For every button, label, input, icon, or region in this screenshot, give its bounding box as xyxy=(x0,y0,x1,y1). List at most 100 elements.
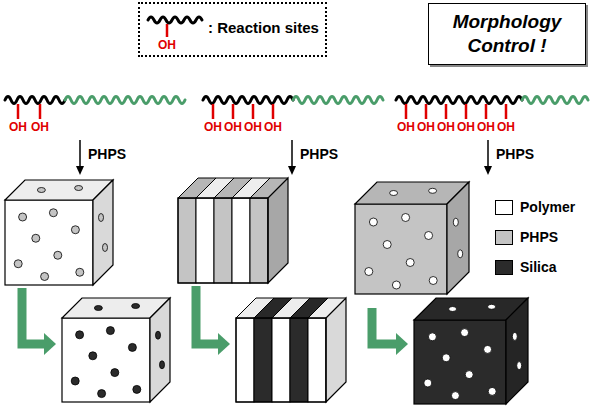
reaction-arrow xyxy=(291,140,293,168)
domain-dot xyxy=(37,188,45,193)
cube-front xyxy=(5,200,93,285)
polymer-chain xyxy=(522,97,588,104)
oh-label: OH xyxy=(204,120,222,134)
cube-front xyxy=(414,320,506,404)
domain-dot xyxy=(442,354,450,362)
oh-label: OH xyxy=(417,120,435,134)
domain-dot xyxy=(54,251,62,259)
reaction-site xyxy=(39,104,42,119)
domain-dot xyxy=(71,226,79,234)
domain-dot xyxy=(390,191,398,196)
arrow-head xyxy=(76,166,84,175)
reaction-site xyxy=(425,104,428,119)
polymer-chain xyxy=(65,97,185,104)
domain-dot xyxy=(449,307,457,312)
reaction-site xyxy=(272,104,275,119)
conversion-arrow xyxy=(372,308,398,344)
domain-dot xyxy=(128,343,136,351)
domain-dot xyxy=(429,277,437,285)
domain-dot xyxy=(451,392,459,400)
legend-box: OH : Reaction sites xyxy=(138,2,327,57)
legend-swatch xyxy=(495,200,513,215)
domain-dot xyxy=(458,250,463,258)
title-box: Morphology Control ! xyxy=(428,3,586,65)
domain-dot xyxy=(94,306,102,311)
domain-dot xyxy=(365,268,373,276)
reaction-site xyxy=(485,104,488,119)
title-text: Morphology Control ! xyxy=(447,10,567,58)
oh-label: OH xyxy=(497,120,515,134)
domain-dot xyxy=(484,345,492,353)
domain-dot xyxy=(14,260,22,268)
lamella xyxy=(214,198,232,283)
lamella xyxy=(178,198,196,283)
cube-side xyxy=(506,298,528,404)
domain-dot xyxy=(71,377,79,385)
reaction-site xyxy=(166,24,169,37)
reagent-label: PHPS xyxy=(300,146,338,162)
domain-dot xyxy=(424,379,432,387)
lamella xyxy=(196,198,214,283)
lamella xyxy=(250,198,268,283)
reagent-label: PHPS xyxy=(88,146,126,162)
lamella xyxy=(254,318,272,402)
reaction-site xyxy=(465,104,468,119)
domain-dot xyxy=(132,304,140,309)
reaction-label: OH xyxy=(158,38,176,52)
domain-dot xyxy=(429,188,437,193)
oh-label: OH xyxy=(224,120,242,134)
domain-dot xyxy=(488,387,496,395)
reaction-site xyxy=(252,104,255,119)
reaction-site xyxy=(445,104,448,119)
lamella xyxy=(232,198,250,283)
domain-dot xyxy=(103,244,108,252)
oh-label: OH xyxy=(31,120,49,134)
domain-dot xyxy=(98,390,106,398)
domain-dot xyxy=(160,361,165,369)
cube-side xyxy=(447,182,469,294)
arrow-head xyxy=(288,166,296,175)
domain-dot xyxy=(75,186,83,191)
reaction-site xyxy=(405,104,408,119)
polymer-chain xyxy=(396,97,522,104)
domain-dot xyxy=(49,209,57,217)
reaction-arrow xyxy=(79,140,81,168)
cube-front xyxy=(355,204,447,294)
reaction-site xyxy=(505,104,508,119)
domain-dot xyxy=(428,333,436,341)
legend-text: Silica xyxy=(520,259,557,275)
legend-swatch xyxy=(495,260,513,275)
domain-dot xyxy=(76,331,84,339)
oh-label: OH xyxy=(264,120,282,134)
lamella xyxy=(236,318,254,402)
domain-dot xyxy=(32,234,40,242)
lamella xyxy=(308,318,326,402)
domain-dot xyxy=(106,327,114,335)
arrow-head xyxy=(484,166,492,175)
arrow-head xyxy=(44,333,56,355)
cube-outline xyxy=(236,318,326,402)
domain-dot xyxy=(517,362,522,370)
cube-outline xyxy=(178,198,268,283)
legend-swatch xyxy=(495,230,513,245)
domain-dot xyxy=(461,329,469,337)
conversion-arrow xyxy=(22,288,46,344)
legend-text: : Reaction sites xyxy=(208,19,319,36)
domain-dot xyxy=(111,369,119,377)
legend-text: PHPS xyxy=(520,229,558,245)
reaction-site xyxy=(212,104,215,119)
oh-label: OH xyxy=(244,120,262,134)
arrow-head xyxy=(218,333,230,355)
reaction-site xyxy=(232,104,235,119)
reaction-arrow xyxy=(487,140,489,168)
arrow-head xyxy=(396,333,408,355)
cube-side xyxy=(93,180,113,285)
oh-label: OH xyxy=(437,120,455,134)
reagent-label: PHPS xyxy=(496,146,534,162)
domain-dot xyxy=(383,241,391,249)
polymer-chain xyxy=(148,17,202,23)
lamella xyxy=(290,318,308,402)
domain-dot xyxy=(89,352,97,360)
polymer-chain xyxy=(203,97,293,104)
domain-dot xyxy=(19,213,27,221)
